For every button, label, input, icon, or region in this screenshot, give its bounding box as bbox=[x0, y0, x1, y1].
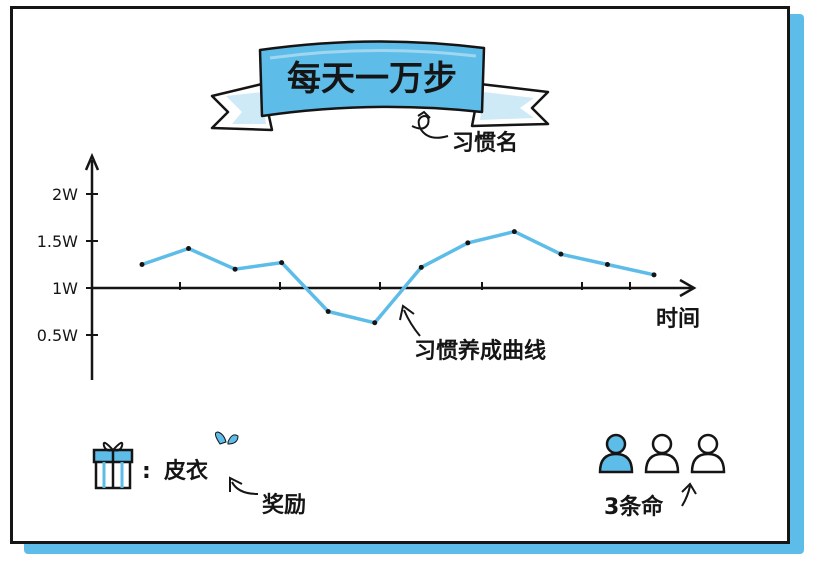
person-icon bbox=[598, 433, 634, 474]
reward-colon: : bbox=[142, 459, 151, 484]
data-point bbox=[232, 266, 238, 272]
y-tick-label: 1W bbox=[52, 279, 78, 298]
data-point bbox=[372, 320, 378, 326]
curve-annotation: 习惯养成曲线 bbox=[399, 304, 546, 364]
data-point bbox=[558, 251, 564, 257]
data-point bbox=[279, 260, 285, 266]
x-axis-label: 时间 bbox=[656, 307, 700, 332]
data-point bbox=[186, 246, 192, 252]
reward-label: 奖励 bbox=[262, 492, 306, 518]
curve-label: 习惯养成曲线 bbox=[414, 338, 546, 364]
banner-title: 每天一万步 bbox=[287, 59, 457, 99]
reward-group: : 皮衣 奖励 bbox=[92, 431, 306, 518]
habit-name-annotation: 习惯名 bbox=[411, 110, 518, 156]
y-tick-label: 0.5W bbox=[37, 326, 78, 345]
data-point bbox=[604, 262, 610, 267]
habit-name-label: 习惯名 bbox=[452, 130, 518, 156]
habit-chart: 0.5W 1W 1.5W 2W 时间 bbox=[37, 152, 700, 380]
data-point bbox=[511, 229, 517, 235]
data-point bbox=[139, 262, 145, 267]
y-axis-arrow bbox=[84, 152, 100, 171]
butterfly-icon bbox=[214, 431, 239, 445]
data-point bbox=[651, 272, 657, 278]
data-point bbox=[325, 309, 331, 314]
y-tick-label: 2W bbox=[52, 185, 78, 204]
lives-group: 3条命 bbox=[598, 433, 726, 520]
lives-label: 3条命 bbox=[604, 494, 664, 520]
reward-item: 皮衣 bbox=[164, 458, 208, 484]
person-icon bbox=[690, 433, 726, 474]
x-axis-arrow bbox=[679, 278, 697, 298]
data-point bbox=[465, 240, 471, 246]
habit-curve-line bbox=[140, 229, 656, 325]
person-icon bbox=[644, 433, 680, 474]
data-point bbox=[418, 264, 424, 270]
gift-icon bbox=[92, 441, 134, 490]
banner-ribbon: 每天一万步 bbox=[210, 40, 550, 132]
y-tick-label: 1.5W bbox=[37, 232, 78, 251]
